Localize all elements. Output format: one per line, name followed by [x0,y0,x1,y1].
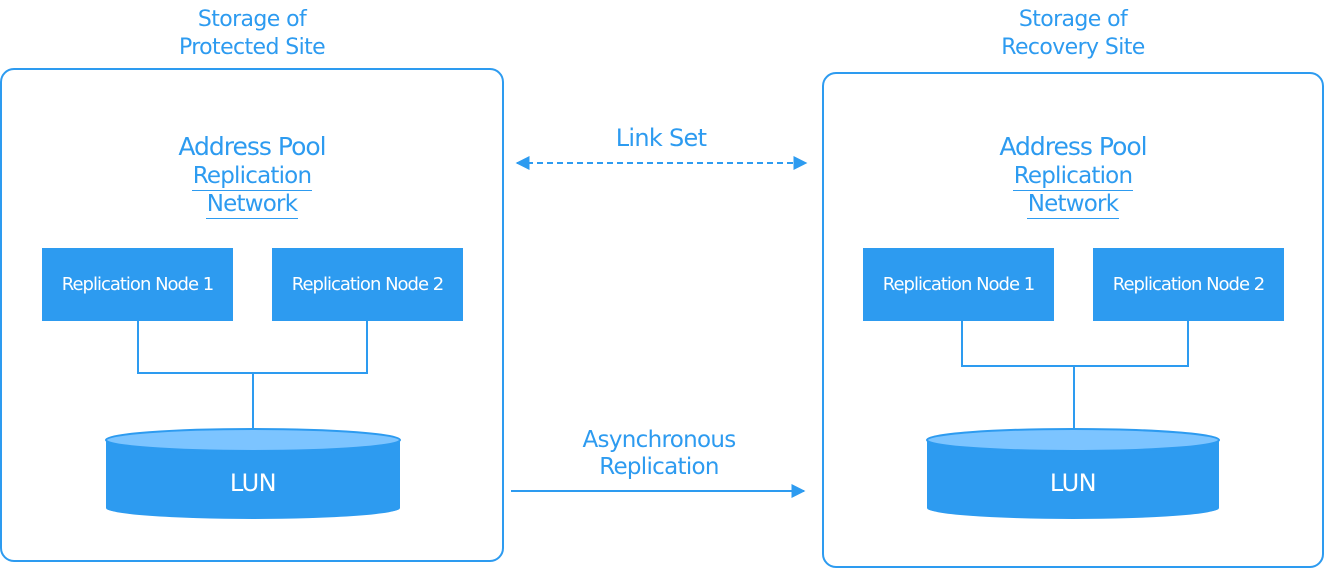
left-replication-node-1: Replication Node 1 [42,248,233,321]
left-site-title: Storage of Protected Site [152,6,352,62]
link-set-label: Link Set [561,125,761,152]
right-replication-node-2: Replication Node 2 [1093,248,1284,321]
left-address-pool-title: Address Pool [178,132,326,161]
left-node-connector [137,320,368,432]
right-site-title: Storage of Recovery Site [973,6,1173,62]
left-lun-cylinder [105,428,401,519]
right-pool-sub-line2[interactable]: Network [1026,191,1120,219]
right-site-box [822,72,1324,568]
async-replication-line2: Replication [599,454,719,480]
right-address-pool-title: Address Pool [999,132,1147,161]
async-replication-line1: Asynchronous [582,427,737,453]
left-site-title-line1: Storage of [197,7,307,32]
right-replication-node-1: Replication Node 1 [863,248,1054,321]
right-node-connector [961,320,1189,432]
left-pool-sub-line2[interactable]: Network [205,191,299,219]
left-site-title-line2: Protected Site [178,35,326,60]
right-replication-network-link[interactable]: Replication Network [973,163,1173,219]
right-site-title-line2: Recovery Site [1001,35,1145,60]
left-pool-sub-line1[interactable]: Replication [191,163,313,191]
right-site-title-line1: Storage of [1018,7,1128,32]
right-lun-label: LUN [1049,469,1097,497]
link-set-text: Link Set [615,124,707,152]
async-replication-label: Asynchronous Replication [559,427,759,481]
right-lun-cylinder [926,428,1220,519]
left-site-box [0,68,504,562]
left-replication-network-link[interactable]: Replication Network [152,163,352,219]
left-replication-node-2: Replication Node 2 [272,248,463,321]
right-pool-sub-line1[interactable]: Replication [1012,163,1134,191]
left-lun-label: LUN [229,469,277,497]
